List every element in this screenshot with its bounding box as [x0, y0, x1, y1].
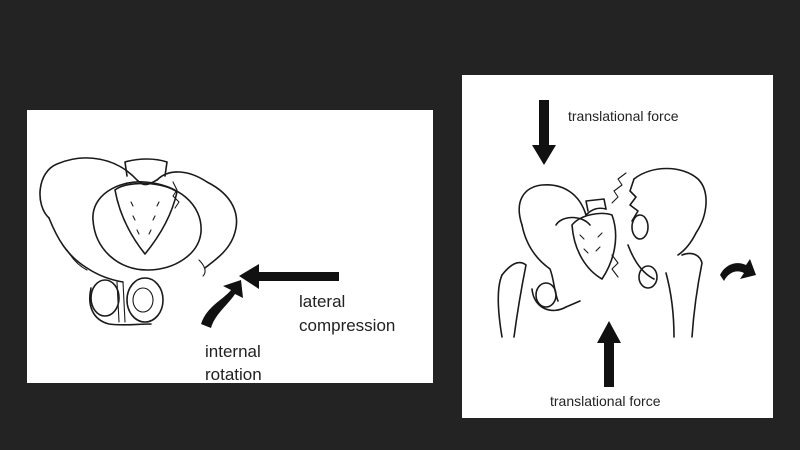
top-force-arrow [532, 100, 556, 165]
lateral-label: lateral [299, 292, 346, 311]
compression-arrow [239, 264, 339, 289]
rotation-label: rotation [205, 365, 262, 384]
bottom-force-arrow [597, 321, 621, 387]
pelvis-lateral-compression-drawing [39, 157, 339, 328]
right-rotation-arrow [720, 259, 756, 281]
bottom-force-label: translational force [550, 393, 661, 409]
lateral-compression-panel: lateral compression internal rotation [27, 110, 433, 384]
internal-label: internal [205, 342, 261, 361]
rotation-arrow [201, 280, 243, 328]
top-force-label: translational force [568, 108, 679, 124]
translational-force-panel: translational force translational force [462, 75, 773, 418]
pelvis-translational-drawing [497, 100, 756, 387]
compression-label: compression [299, 316, 396, 335]
